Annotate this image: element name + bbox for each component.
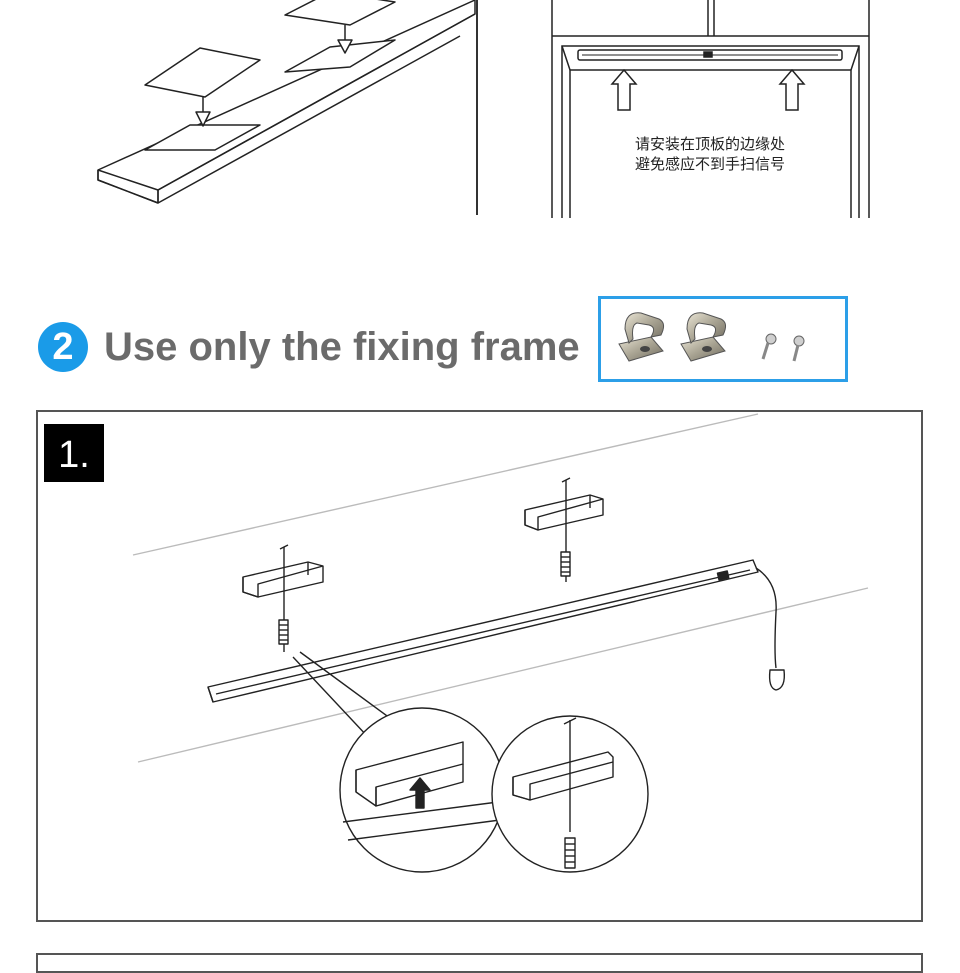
note-line-2: 避免感应不到手扫信号 (634, 155, 785, 173)
fixing-frame-installation-diagram (132, 413, 869, 873)
section-title: Use only the fixing frame (104, 325, 580, 369)
screw-icon (761, 333, 777, 360)
detail-circle-1 (339, 707, 505, 873)
step-2-badge: 2 (38, 322, 88, 372)
screw-icon (792, 335, 805, 362)
led-light-bar (207, 559, 786, 703)
cabinet-front-diagram (551, 0, 870, 218)
fixing-clip-icon (618, 312, 665, 362)
detail-circle-2 (491, 715, 649, 873)
fixing-clip-2 (524, 477, 604, 582)
step-1-label: 1. (44, 424, 104, 482)
fixing-clip-1 (242, 544, 324, 652)
fixing-clip-icon (680, 312, 727, 362)
step-2-panel (36, 953, 923, 973)
shelf-installation-diagram (97, 0, 476, 204)
parts-box (598, 296, 848, 382)
installation-note: 请安装在顶板的边缘处 避免感应不到手扫信号 (580, 134, 840, 174)
divider (476, 0, 478, 215)
note-line-1: 请安装在顶板的边缘处 (634, 135, 785, 153)
parts-illustration (618, 312, 805, 362)
